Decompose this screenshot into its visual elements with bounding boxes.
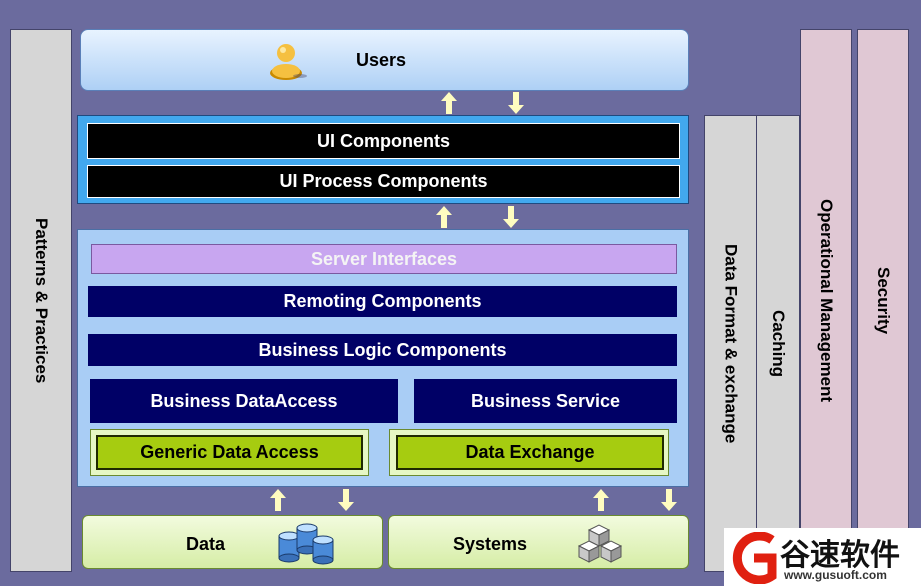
business-data-access-bar: Business DataAccess [90,379,398,423]
remoting-components-label: Remoting Components [283,291,482,311]
systems-box: Systems [388,515,689,569]
watermark-text: 谷速软件 [780,538,900,573]
arrow-up-icon [441,92,457,114]
cubes-icon [577,524,623,563]
data-format-exchange-label: Data Format & exchange [721,243,741,444]
database-icon [278,523,334,565]
generic-data-access-label: Generic Data Access [140,442,319,462]
arrow-down-icon [338,489,354,511]
remoting-components-bar: Remoting Components [88,286,677,317]
ui-components-label: UI Components [317,130,450,151]
business-layer: Server Interfaces Remoting Components Bu… [77,229,689,487]
arrow-down-icon [661,489,677,511]
generic-data-access-container: Generic Data Access [90,429,369,476]
security-label: Security [874,266,893,335]
systems-label: Systems [453,534,528,554]
business-logic-components-label: Business Logic Components [258,339,507,360]
operational-management-bar: Operational Management [800,29,852,572]
generic-data-access-box: Generic Data Access [96,435,363,470]
business-service-bar: Business Service [414,379,677,423]
ui-process-components-label: UI Process Components [279,171,488,191]
users-label: Users [356,50,407,70]
watermark: 谷速软件 www.gusuoft.com [724,528,921,586]
arrow-up-icon [436,206,452,228]
logo-icon [732,532,777,584]
business-logic-components-bar: Business Logic Components [88,334,677,366]
patterns-practices-bar: Patterns & Practices [10,29,72,572]
business-data-access-label: Business DataAccess [150,390,338,411]
arrow-down-icon [508,92,524,114]
operational-management-label: Operational Management [817,198,836,403]
patterns-practices-label: Patterns & Practices [32,217,51,384]
data-exchange-label: Data Exchange [465,442,595,462]
ui-components-bar: UI Components [87,123,680,159]
data-label: Data [186,534,226,554]
arrow-up-icon [270,489,286,511]
server-interfaces-label: Server Interfaces [310,248,458,269]
ui-layer: UI Components UI Process Components [77,115,689,204]
business-service-label: Business Service [470,390,621,411]
data-box: Data [82,515,383,569]
arrow-down-icon [503,206,519,228]
caching-bar: Caching [756,115,800,572]
data-format-exchange-bar: Data Format & exchange [704,115,757,572]
user-icon [270,44,307,80]
data-exchange-box: Data Exchange [396,435,664,470]
ui-process-components-bar: UI Process Components [87,165,680,198]
caching-label: Caching [769,309,788,378]
watermark-url: www.gusuoft.com [784,568,887,582]
arrow-up-icon [593,489,609,511]
users-box: Users [80,29,689,91]
server-interfaces-bar: Server Interfaces [91,244,677,274]
data-exchange-container: Data Exchange [389,429,669,476]
security-bar: Security [857,29,909,572]
